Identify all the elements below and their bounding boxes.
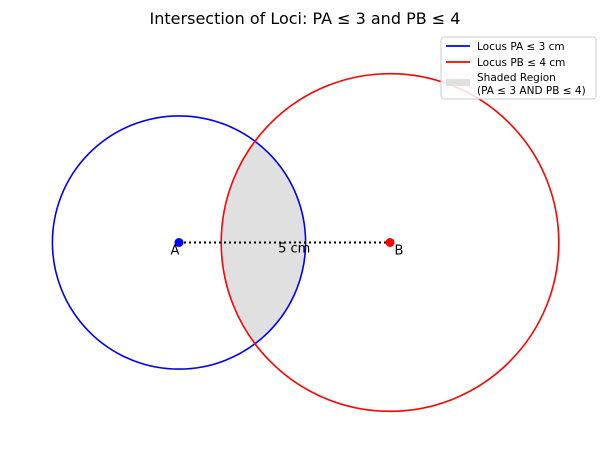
point-a [174,238,184,247]
legend-label-pb: Locus PB ≤ 4 cm [477,57,565,69]
point-b-label: B [395,244,404,259]
legend-swatch-shaded [446,79,470,86]
point-b [385,238,395,247]
legend-label-shaded: Shaded Region [477,72,556,84]
point-a-label: A [171,244,180,259]
circle-locus-pb [220,72,560,413]
chart-title: Intersection of Loci: PA ≤ 3 and PB ≤ 4 [150,9,461,28]
legend-box [440,36,597,100]
legend-label-shaded-line2: (PA ≤ 3 AND PB ≤ 4) [477,85,586,97]
shaded-region [221,141,306,344]
legend-label-pa: Locus PA ≤ 3 cm [477,41,565,53]
segment-label: 5 cm [278,242,310,257]
legend: Locus PA ≤ 3 cm Locus PB ≤ 4 cm Shaded R… [440,36,597,100]
